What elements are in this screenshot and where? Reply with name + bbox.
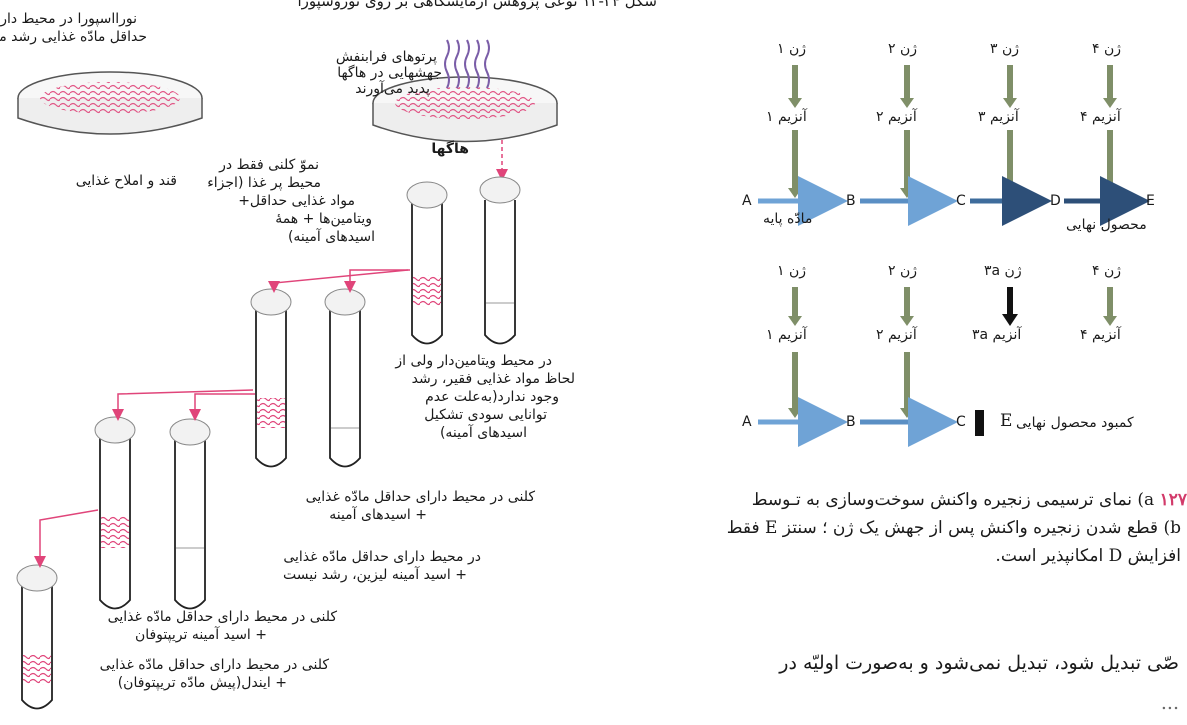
step3-line1: کلنی در محیط دارای حداقل مادّه غذایی [305, 489, 535, 505]
uv-label-line2: جهشهایی در هاگها [337, 65, 442, 81]
node-b-bottom: B [846, 414, 856, 430]
enzyme-3-label: آنزیم ۳ [978, 109, 1019, 125]
gene-1b-label: ژن ۱ [777, 263, 807, 279]
node-a-bottom: A [742, 414, 752, 430]
figure-caption-line1: ۱۲۷ a) نمای ترسیمی زنجیره واکنش سوخت‌وسا… [752, 490, 1187, 511]
step2-line5: اسیدهای آمینه) [439, 425, 527, 441]
spores-label: هاگها [431, 141, 469, 157]
base-material-label: مادّه پایه [763, 211, 813, 227]
step5-line2: + اسید آمینه تریپتوفان [134, 627, 267, 643]
step6-line1: کلنی در محیط دارای حداقل مادّه غذایی [99, 657, 329, 673]
transfer-arrows [34, 269, 410, 568]
enzyme-2b-label: آنزیم ۲ [876, 327, 917, 343]
top-caption: شکل ۲۴-۱۲ نوعی پژوهش آزمایشگاهی بر روی ن… [297, 0, 657, 10]
deficit-label: کمبود محصول نهایی [1016, 415, 1134, 431]
gene-1-label: ژن ۱ [777, 41, 807, 57]
enzyme-1-label: آنزیم ۱ [766, 109, 807, 125]
gene-2-label: ژن ۲ [888, 41, 918, 57]
step1-line4: ویتامین‌ها + همهٔ [275, 211, 372, 227]
step2-line2: لحاظ مواد غذایی فقیر، رشد [411, 371, 575, 387]
node-e-bottom: E [1000, 411, 1013, 431]
body-text-line2: ... [1160, 692, 1179, 714]
blocked-bar [975, 410, 984, 436]
step1-line5: اسیدهای آمینه) [287, 229, 375, 245]
gene-3-label: ژن ۳ [990, 41, 1020, 57]
node-e-top: E [1146, 193, 1155, 209]
step5-line1: کلنی در محیط دارای حداقل مادّه غذایی [107, 609, 337, 625]
uv-label-line3: پدید می‌آورند [355, 81, 430, 97]
final-product-label: محصول نهایی [1066, 217, 1147, 233]
node-b-top: B [846, 193, 856, 209]
figure-number: ۱۲۷ [1159, 490, 1187, 510]
step1-line1: نموّ کلنی فقط در [219, 157, 319, 173]
gene-4b-label: ژن ۴ [1092, 263, 1122, 279]
gene-2b-label: ژن ۲ [888, 263, 918, 279]
enzyme-1b-label: آنزیم ۱ [766, 327, 807, 343]
node-a-top: A [742, 193, 752, 209]
node-d-top: D [1050, 193, 1061, 209]
plate-title-line2: حداقل مادّه غذایی رشد می‌کند [0, 29, 147, 45]
plate-title-line1: نورااسپورا در محیط دارای [0, 11, 137, 27]
enzyme-2-label: آنزیم ۲ [876, 109, 917, 125]
figure-caption-line3: افزایش D امکانپذیر است. [995, 546, 1181, 566]
enzyme-4-label: آنزیم ۴ [1080, 109, 1121, 125]
cotton-plugs [16, 176, 521, 592]
step2-line4: توانایی سودی تشکیل [424, 407, 547, 423]
step3-line2: + اسیدهای آمینه [329, 507, 427, 523]
pathway-a [758, 65, 1150, 226]
step4-line1: در محیط دارای حداقل مادّه غذایی [283, 549, 481, 565]
gene-4-label: ژن ۴ [1092, 41, 1122, 57]
step4-line2: + اسید آمینه لیزین، رشد نیست [282, 567, 467, 583]
enzyme-4b-label: آنزیم ۴ [1080, 327, 1121, 343]
gene-3a-label: ژن ۳a [984, 263, 1022, 279]
step2-line3: وجود ندارد(به‌علت عدم [425, 389, 559, 405]
body-text-line1: صّی تبدیل شود، تبدیل نمی‌شود و به‌صورت ا… [779, 652, 1179, 674]
figure-caption-text1: a) نمای ترسیمی زنجیره واکنش سوخت‌وسازی ب… [751, 490, 1155, 510]
uv-rays [444, 39, 490, 89]
node-c-bottom: C [956, 414, 966, 430]
petri-dish-left [17, 71, 203, 135]
enzyme-3a-label: آنزیم ۳a [972, 327, 1022, 343]
step2-line1: در محیط ویتامین‌دار ولی از [395, 353, 552, 369]
test-tubes [21, 200, 516, 710]
node-c-top: C [956, 193, 966, 209]
petri-dish-right [372, 76, 558, 143]
figure-caption-line2: b) قطع شدن زنجیره واکنش پس از جهش یک ژن … [726, 518, 1181, 538]
uv-label-line1: پرتوهای فرابنفش [335, 49, 437, 65]
colony-growth [23, 275, 441, 685]
pathway-b [758, 287, 1117, 447]
step6-line2: + ایندل(پیش مادّه تریپتوفان) [117, 675, 287, 691]
step1-line3: مواد غذایی حداقل+ [238, 193, 355, 209]
plate-caption: قند و املاح غذایی [75, 173, 177, 189]
step1-line2: محیط پر غذا (اجزاء [207, 175, 321, 191]
